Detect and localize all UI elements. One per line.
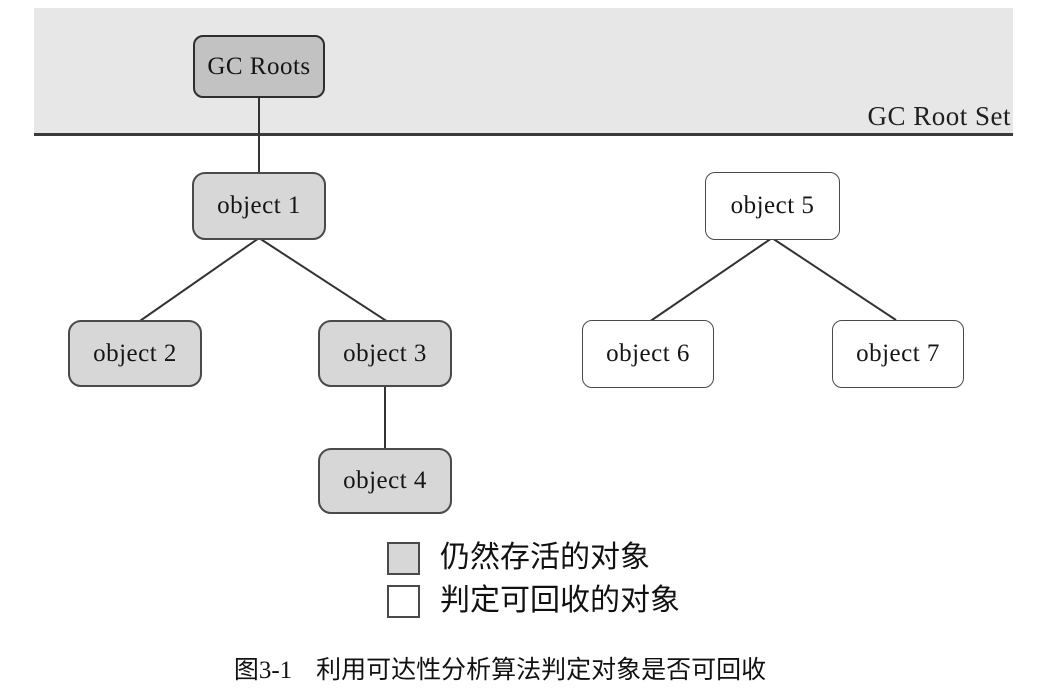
recyclable-object-label: 判定可回收的对象 — [440, 584, 680, 617]
legend-item-alive: 仍然存活的对象 — [387, 541, 680, 575]
figure-title: 利用可达性分析算法判定对象是否可回收 — [316, 657, 767, 684]
edge-object1-object2 — [136, 237, 260, 324]
node-object-7: object 7 — [832, 320, 964, 388]
edge-object5-object6 — [648, 237, 773, 323]
figure-number: 图3-1 — [233, 657, 293, 684]
node-gc-roots: GC Roots — [193, 35, 325, 98]
node-object-4: object 4 — [318, 448, 452, 514]
node-object-3: object 3 — [318, 320, 452, 387]
node-object-1: object 1 — [192, 172, 326, 240]
legend-item-recyclable: 判定可回收的对象 — [387, 584, 680, 618]
node-object-2: object 2 — [68, 320, 202, 387]
gc-root-set-label: GC Root Set — [867, 101, 1011, 131]
node-object-5: object 5 — [705, 172, 840, 240]
recyclable-object-swatch — [387, 584, 420, 618]
edge-object1-object3 — [258, 237, 389, 323]
legend: 仍然存活的对象 判定可回收的对象 — [387, 541, 680, 618]
alive-object-swatch — [387, 541, 420, 575]
node-object-6: object 6 — [582, 320, 714, 388]
figure-caption: 图3-1 利用可达性分析算法判定对象是否可回收 — [0, 650, 1000, 686]
edge-object5-object7 — [771, 237, 897, 321]
alive-object-label: 仍然存活的对象 — [440, 541, 650, 574]
